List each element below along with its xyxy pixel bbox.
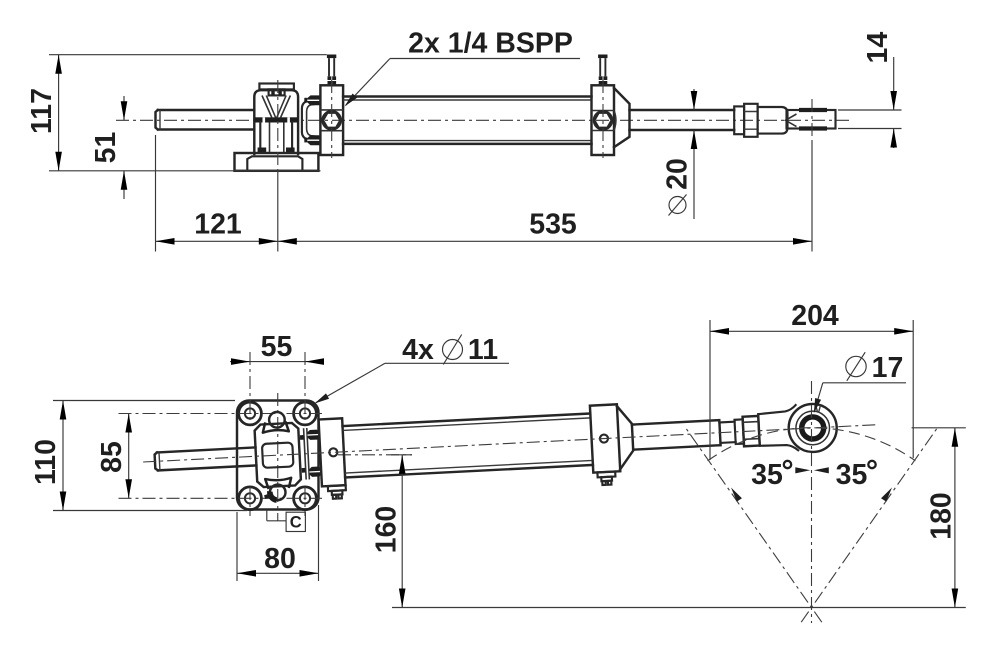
svg-text:2x 1/4 BSPP: 2x 1/4 BSPP — [408, 28, 573, 60]
svg-text:160: 160 — [371, 506, 403, 554]
svg-text:55: 55 — [261, 331, 293, 363]
svg-text:121: 121 — [194, 209, 242, 241]
svg-text:C: C — [290, 514, 302, 532]
svg-text:35: 35 — [751, 459, 783, 491]
svg-text:11: 11 — [468, 334, 498, 366]
svg-text:51: 51 — [90, 132, 122, 164]
svg-text:204: 204 — [791, 300, 839, 332]
svg-text:35: 35 — [836, 459, 868, 491]
svg-text:80: 80 — [264, 543, 296, 575]
svg-text:535: 535 — [529, 209, 577, 241]
svg-text:14: 14 — [862, 32, 894, 64]
svg-text:17: 17 — [872, 352, 904, 384]
svg-text:110: 110 — [30, 439, 62, 485]
svg-text:117: 117 — [26, 88, 58, 134]
svg-text:85: 85 — [96, 441, 128, 473]
svg-text:180: 180 — [926, 492, 958, 540]
svg-text:20: 20 — [662, 158, 694, 190]
svg-text:4x: 4x — [402, 334, 434, 366]
